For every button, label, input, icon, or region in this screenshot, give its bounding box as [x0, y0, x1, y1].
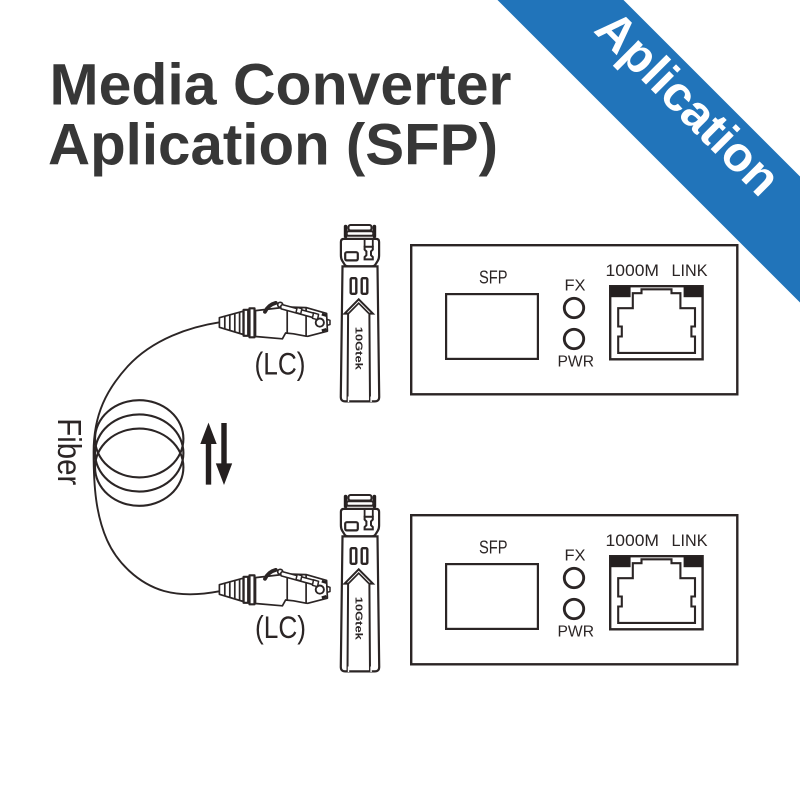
svg-text:(LC): (LC)	[255, 345, 306, 381]
svg-text:Fiber: Fiber	[50, 418, 87, 485]
svg-text:Media Converter: Media Converter	[50, 53, 512, 118]
svg-text:Aplication (SFP): Aplication (SFP)	[48, 112, 498, 177]
svg-text:(LC): (LC)	[255, 609, 306, 645]
